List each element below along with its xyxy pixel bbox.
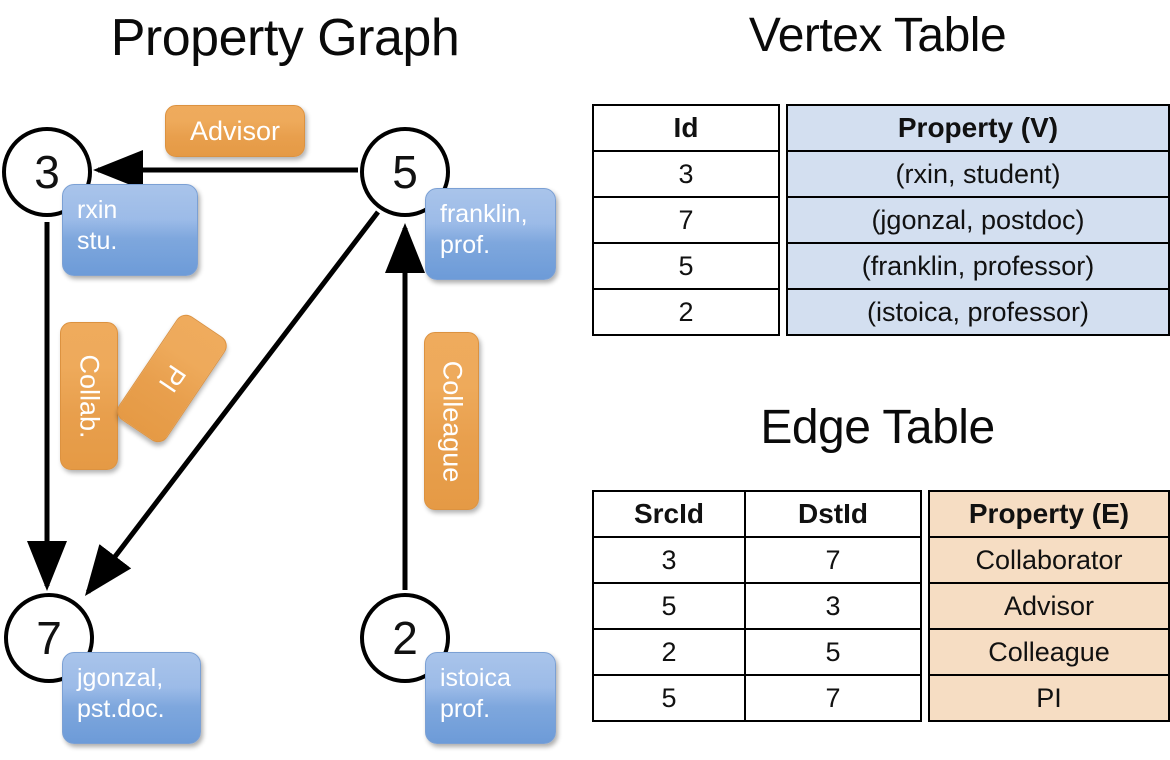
edge-cell-dstid: 7: [744, 536, 922, 584]
edge-cell-srcid: 2: [592, 628, 746, 676]
vertex-header-id: Id: [592, 104, 780, 152]
edge-property-bubble-colleague: Colleague: [424, 332, 479, 510]
vertex-cell-property: (jgonzal, postdoc): [786, 196, 1170, 244]
graph-node-2[interactable]: 2: [360, 593, 450, 683]
table-row: 7 (jgonzal, postdoc): [592, 196, 1170, 244]
table-header-row: Id Property (V): [592, 104, 1170, 152]
page-title-edge-table: Edge Table: [760, 401, 995, 454]
edge-cell-property: Collaborator: [928, 536, 1170, 584]
graph-node-5[interactable]: 5: [360, 127, 450, 217]
edge-table: SrcId DstId Property (E) 3 7 Collaborato…: [592, 490, 1170, 722]
table-row: 3 (rxin, student): [592, 150, 1170, 198]
column-gap: [779, 105, 787, 151]
edge-label-colleague-text: Colleague: [437, 360, 467, 482]
table-row: 2 (istoica, professor): [592, 288, 1170, 336]
edge-cell-srcid: 5: [592, 582, 746, 630]
edge-arrow-5-to-7: [84, 210, 380, 596]
table-row: 5 3 Advisor: [592, 582, 1170, 630]
column-gap: [921, 629, 929, 675]
edge-header-srcid: SrcId: [592, 490, 746, 538]
column-gap: [779, 151, 787, 197]
column-gap: [921, 537, 929, 583]
vertex-cell-id: 3: [592, 150, 780, 198]
edge-header-dstid: DstId: [744, 490, 922, 538]
vertex-property-bubble-jgonzal: jgonzal, pst.doc.: [62, 652, 201, 744]
vertex-cell-property: (franklin, professor): [786, 242, 1170, 290]
edge-label-pi-text: PI: [152, 359, 192, 398]
edge-cell-property: Advisor: [928, 582, 1170, 630]
vertex-cell-id: 2: [592, 288, 780, 336]
edge-cell-property: PI: [928, 674, 1170, 722]
table-row: 2 5 Colleague: [592, 628, 1170, 676]
column-gap: [921, 675, 929, 721]
vertex-cell-id: 7: [592, 196, 780, 244]
edge-cell-property: Colleague: [928, 628, 1170, 676]
edge-property-bubble-collab: Collab.: [60, 322, 118, 470]
vertex-header-property: Property (V): [786, 104, 1170, 152]
vertex-property-bubble-istoica: istoica prof.: [425, 652, 556, 744]
table-row: 5 (franklin, professor): [592, 242, 1170, 290]
table-row: 5 7 PI: [592, 674, 1170, 722]
vertex-cell-id: 5: [592, 242, 780, 290]
column-gap: [779, 197, 787, 243]
column-gap: [921, 491, 929, 537]
vertex-cell-property: (rxin, student): [786, 150, 1170, 198]
edge-header-property: Property (E): [928, 490, 1170, 538]
vertex-cell-property: (istoica, professor): [786, 288, 1170, 336]
edge-cell-dstid: 3: [744, 582, 922, 630]
property-graph-diagram: 3 5 7 2 rxin stu. franklin, prof. jgonza…: [2, 105, 556, 744]
column-gap: [779, 243, 787, 289]
table-row: 3 7 Collaborator: [592, 536, 1170, 584]
edge-property-bubble-advisor: Advisor: [165, 105, 305, 157]
table-header-row: SrcId DstId Property (E): [592, 490, 1170, 538]
vertex-table: Id Property (V) 3 (rxin, student) 7 (jgo…: [592, 104, 1170, 336]
edge-label-advisor-text: Advisor: [189, 115, 281, 146]
edge-cell-srcid: 3: [592, 536, 746, 584]
edge-label-collab-text: Collab.: [74, 353, 105, 439]
column-gap: [921, 583, 929, 629]
edge-cell-dstid: 7: [744, 674, 922, 722]
edge-cell-srcid: 5: [592, 674, 746, 722]
graph-edge-arrows: [27, 150, 425, 596]
edge-cell-dstid: 5: [744, 628, 922, 676]
column-gap: [779, 289, 787, 335]
page-title-property-graph: Property Graph: [110, 9, 460, 67]
vertex-property-bubble-franklin: franklin, prof.: [425, 188, 556, 280]
vertex-property-bubble-rxin: rxin stu.: [62, 184, 198, 276]
page-title-vertex-table: Vertex Table: [748, 9, 1007, 62]
